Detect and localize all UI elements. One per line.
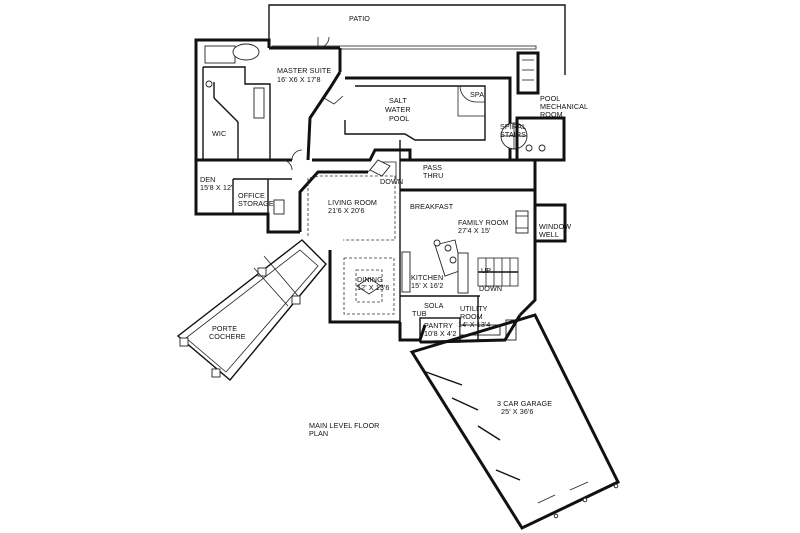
- utility-room-label-2: ROOM: [460, 312, 483, 321]
- pool-label-1: SALT: [389, 96, 407, 105]
- pool-mech-label-2: MECHANICAL: [540, 102, 588, 111]
- porte-cochere-label-2: COCHERE: [209, 332, 246, 341]
- storage-label: STORAGE: [238, 199, 274, 208]
- pass-thru-label-1: PASS: [423, 163, 442, 172]
- pass-thru-label-2: THRU: [423, 171, 443, 180]
- dining-dim: 12' X 13'6: [357, 283, 390, 292]
- master-suite-wing: [194, 36, 342, 162]
- kitchen-dim: 15' X 16'2: [411, 281, 444, 290]
- patio: [268, 4, 566, 75]
- spiral-stairs-label-2: STAIRS: [500, 130, 526, 139]
- down-pool-label: DOWN: [380, 177, 403, 186]
- three-car-garage: [409, 313, 621, 530]
- dining-label: DINING: [357, 275, 383, 284]
- den-office: [194, 159, 300, 234]
- master-suite-label: MASTER SUITE: [277, 66, 331, 75]
- pantry-dim: 10'8 X 4'2: [424, 329, 457, 338]
- breakfast-label: BREAKFAST: [410, 202, 454, 211]
- window-well-label-1: WINDOW: [539, 222, 571, 231]
- family-room-label: FAMILY ROOM: [458, 218, 508, 227]
- den-dim: 15'8 X 12': [200, 183, 233, 192]
- pool-mech-label-1: POOL: [540, 94, 560, 103]
- pool-label-2: WATER: [385, 105, 411, 114]
- kitchen-label: KITCHEN: [411, 273, 443, 282]
- master-bay: [306, 71, 344, 161]
- plan-title-line-1: MAIN LEVEL FLOOR: [309, 421, 379, 430]
- pantry-label: PANTRY: [424, 321, 453, 330]
- patio-label: PATIO: [349, 14, 370, 23]
- living-room: [298, 140, 401, 330]
- porte-cochere-label-1: PORTE: [212, 324, 237, 333]
- master-suite-dim: 16' X6 X 17'8: [277, 75, 321, 84]
- room-labels: PATIO MASTER SUITE 16' X6 X 17'8 SPA SAL…: [200, 14, 588, 438]
- spiral-stairs-label-1: SPIRAL: [500, 122, 526, 131]
- plan-title-line-2: PLAN: [309, 429, 328, 438]
- sola-tub-label-2: TUB: [412, 309, 427, 318]
- utility-room-dim: 14' X 13'4: [458, 320, 491, 329]
- office-label: OFFICE: [238, 191, 265, 200]
- living-room-dim: 21'6 X 20'6: [328, 206, 365, 215]
- family-room-dim: 27'4 X 15': [458, 226, 491, 235]
- sola-tub-label-1: SOLA: [424, 301, 444, 310]
- den-label: DEN: [200, 175, 215, 184]
- garage-dim: 25' X 36'6: [501, 407, 534, 416]
- wic-label: WIC: [212, 129, 226, 138]
- living-room-label: LIVING ROOM: [328, 198, 377, 207]
- window-well-label-2: WELL: [539, 230, 559, 239]
- utility-room-label-1: UTILITY: [460, 304, 488, 313]
- up-label: UP: [481, 266, 491, 275]
- pool-mech-label-3: ROOM: [540, 110, 563, 119]
- porte-cochere: [176, 239, 327, 381]
- east-terrace: [500, 51, 566, 162]
- pool-label-3: POOL: [389, 114, 409, 123]
- dining-room: [328, 250, 400, 324]
- garage-label: 3 CAR GARAGE: [497, 399, 552, 408]
- spa-label: SPA: [470, 90, 484, 99]
- family-kitchen: [400, 158, 567, 317]
- salt-water-pool: [312, 76, 512, 162]
- down-stair-label: DOWN: [479, 284, 502, 293]
